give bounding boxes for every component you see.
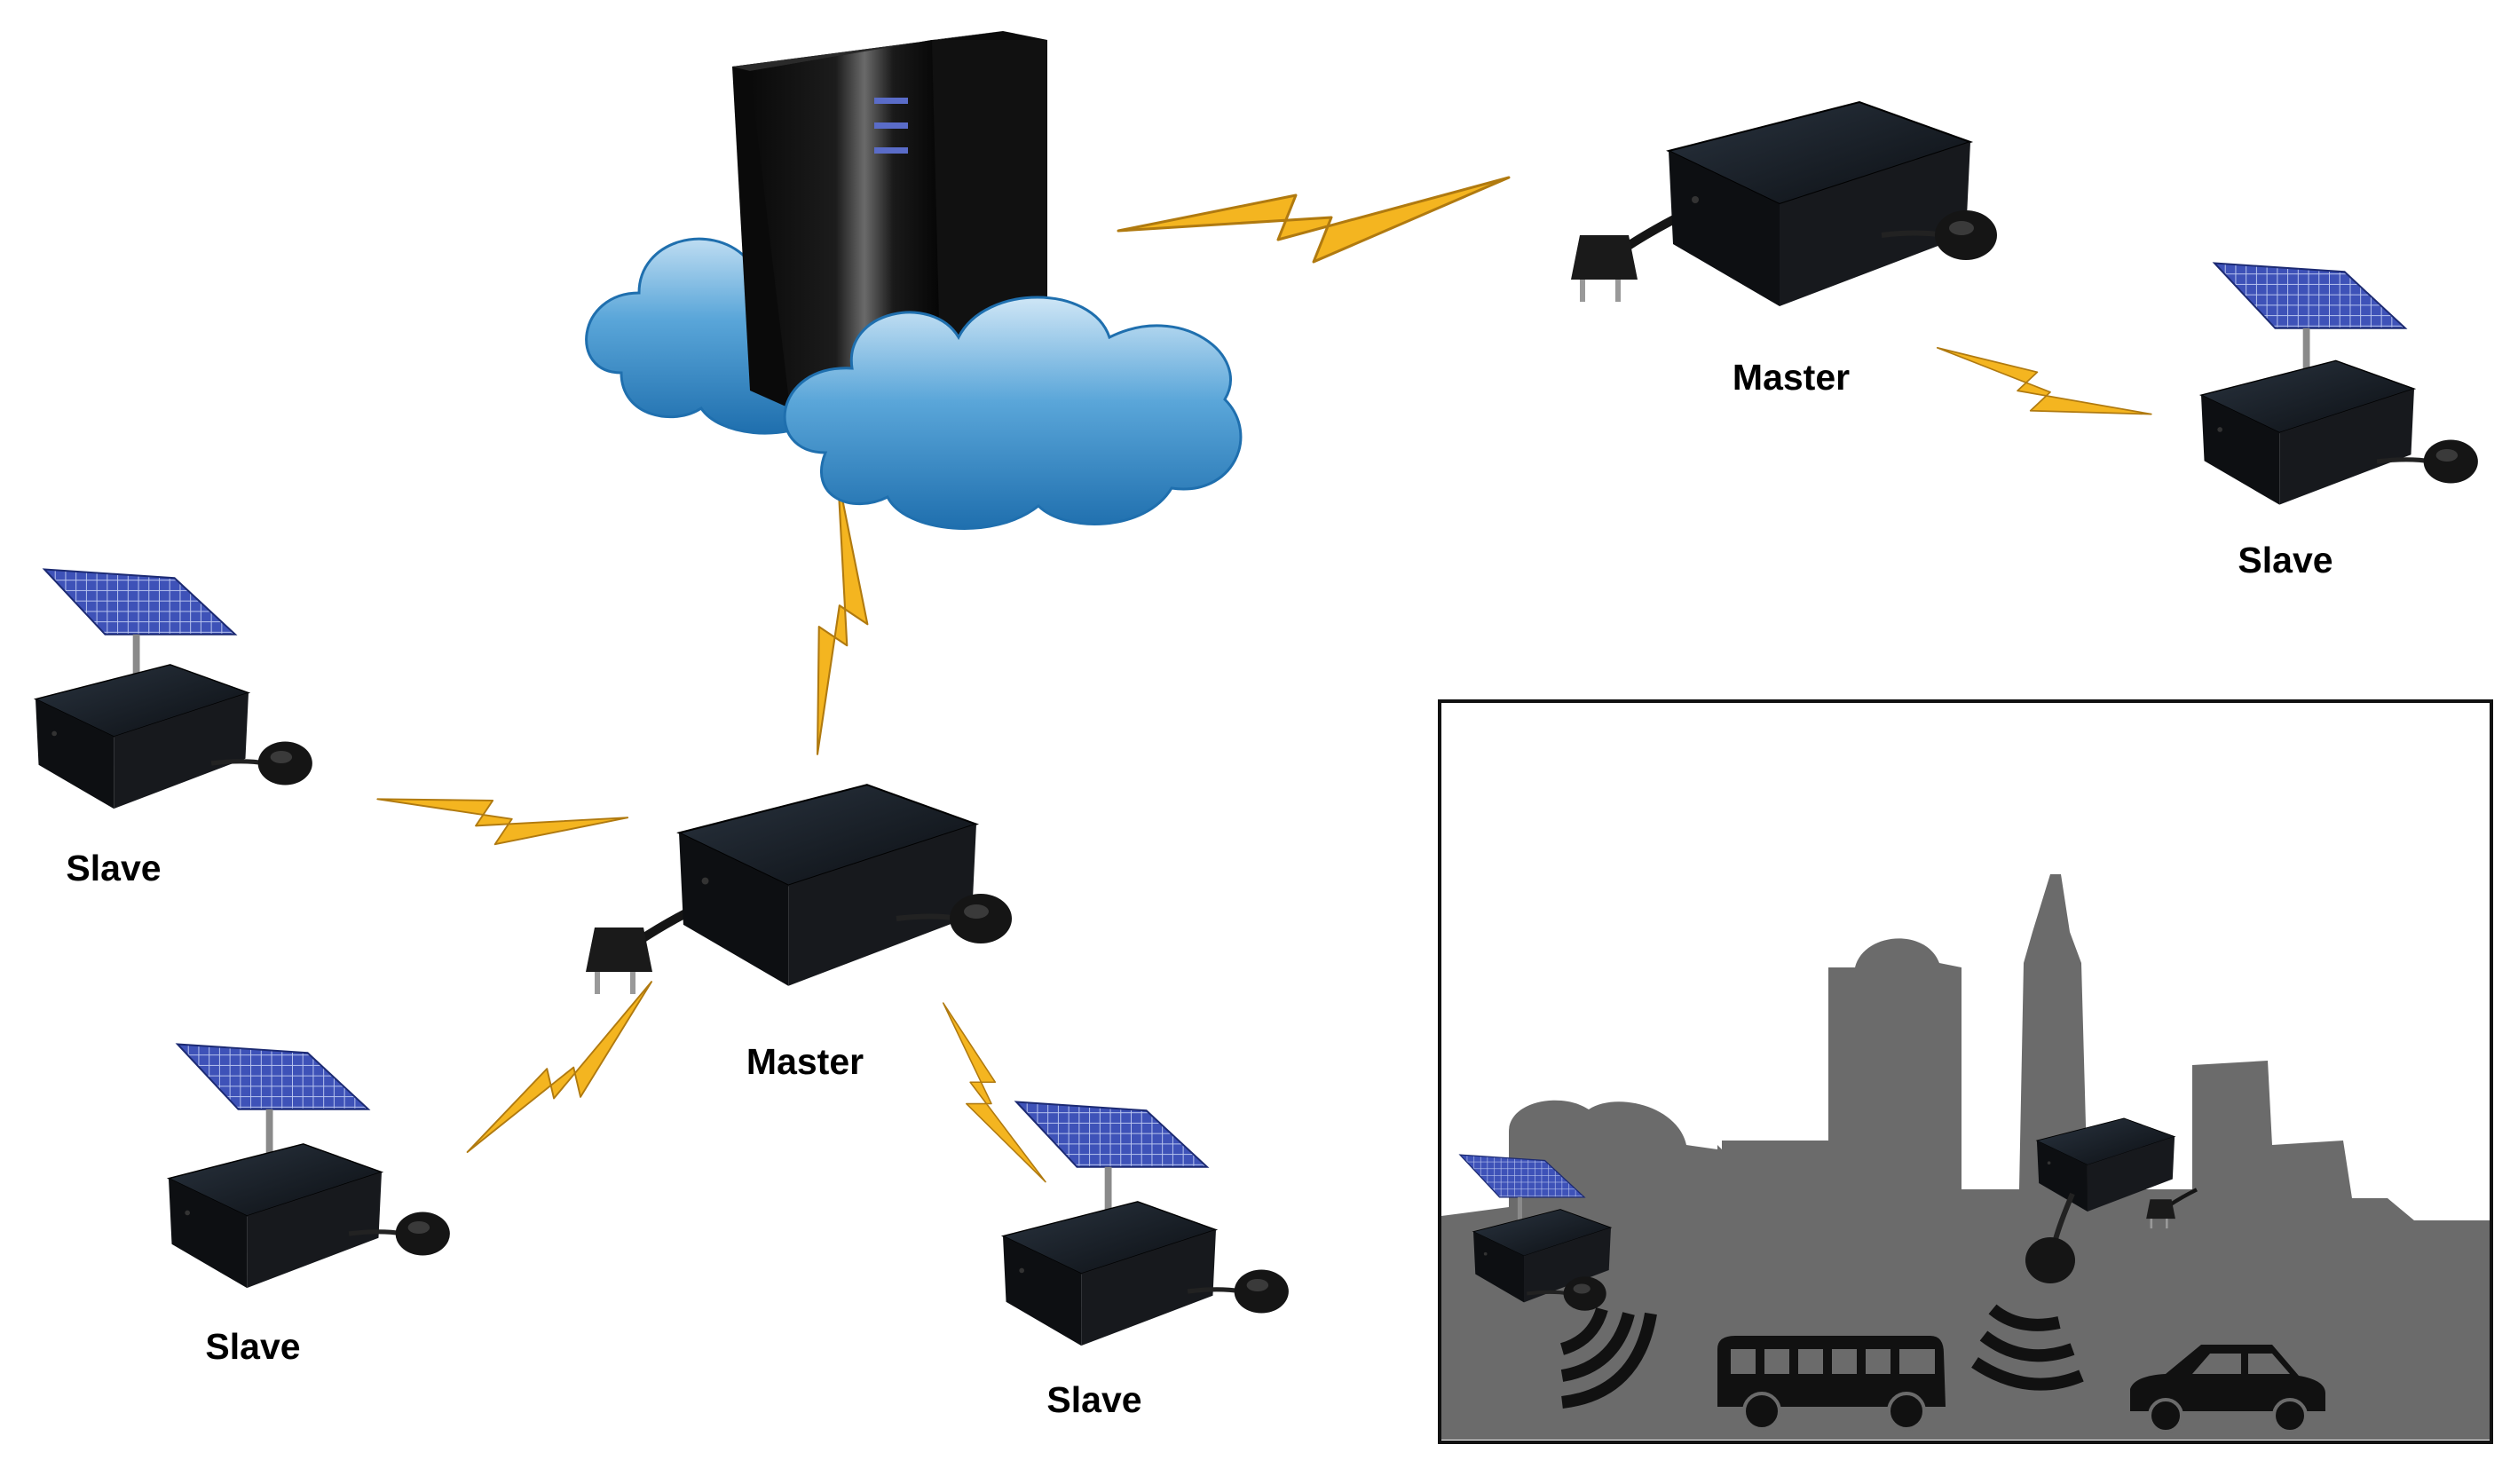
slave-node-left bbox=[35, 568, 312, 809]
slave-bottom-left-label: Slave bbox=[205, 1326, 301, 1367]
master-top-label: Master bbox=[1732, 357, 1851, 398]
slave-node-icon bbox=[1002, 1201, 1217, 1346]
master-node-top bbox=[1571, 101, 1997, 307]
city-inset bbox=[1438, 699, 2493, 1444]
master-node-center bbox=[586, 784, 1012, 994]
microphone-icon bbox=[2025, 1192, 2075, 1283]
slave-node-top-right bbox=[2200, 262, 2478, 506]
sound-wave-icon bbox=[1971, 1304, 2084, 1391]
master-node-icon bbox=[677, 784, 978, 987]
server-indicator bbox=[874, 98, 908, 104]
master-center-label: Master bbox=[746, 1041, 864, 1082]
slave-node-icon bbox=[35, 664, 249, 809]
master-node-icon bbox=[1668, 101, 1971, 307]
lightning-link-icon bbox=[446, 980, 683, 1170]
lightning-link-icon bbox=[372, 764, 629, 872]
lightning-link-icon bbox=[1117, 176, 1511, 264]
server-indicator bbox=[874, 122, 908, 129]
slave-node-bottom-center bbox=[1002, 1101, 1289, 1346]
solar-panel-icon bbox=[43, 568, 236, 683]
solar-panel-icon bbox=[2214, 262, 2406, 377]
bus-icon bbox=[1717, 1336, 1946, 1431]
cloud-icon bbox=[783, 296, 1243, 530]
slave-left-label: Slave bbox=[66, 848, 162, 888]
solar-panel-icon bbox=[177, 1043, 369, 1158]
slave-top-right-label: Slave bbox=[2238, 540, 2333, 580]
slave-bottom-center-label: Slave bbox=[1046, 1379, 1142, 1420]
slave-node-icon bbox=[168, 1143, 383, 1289]
solar-panel-icon bbox=[1015, 1101, 1208, 1216]
lightning-link-icon bbox=[779, 476, 897, 761]
slave-node-bottom-left bbox=[168, 1043, 450, 1289]
sound-wave-icon bbox=[1559, 1306, 1657, 1409]
car-icon bbox=[2130, 1345, 2325, 1433]
slave-node-icon bbox=[2200, 359, 2415, 506]
lightning-link-icon bbox=[1929, 319, 2152, 459]
server-indicator bbox=[874, 147, 908, 154]
lightning-link-icon bbox=[927, 991, 1046, 1200]
power-plug-icon bbox=[1571, 213, 1686, 302]
city-skyline-icon bbox=[1441, 874, 2490, 1440]
